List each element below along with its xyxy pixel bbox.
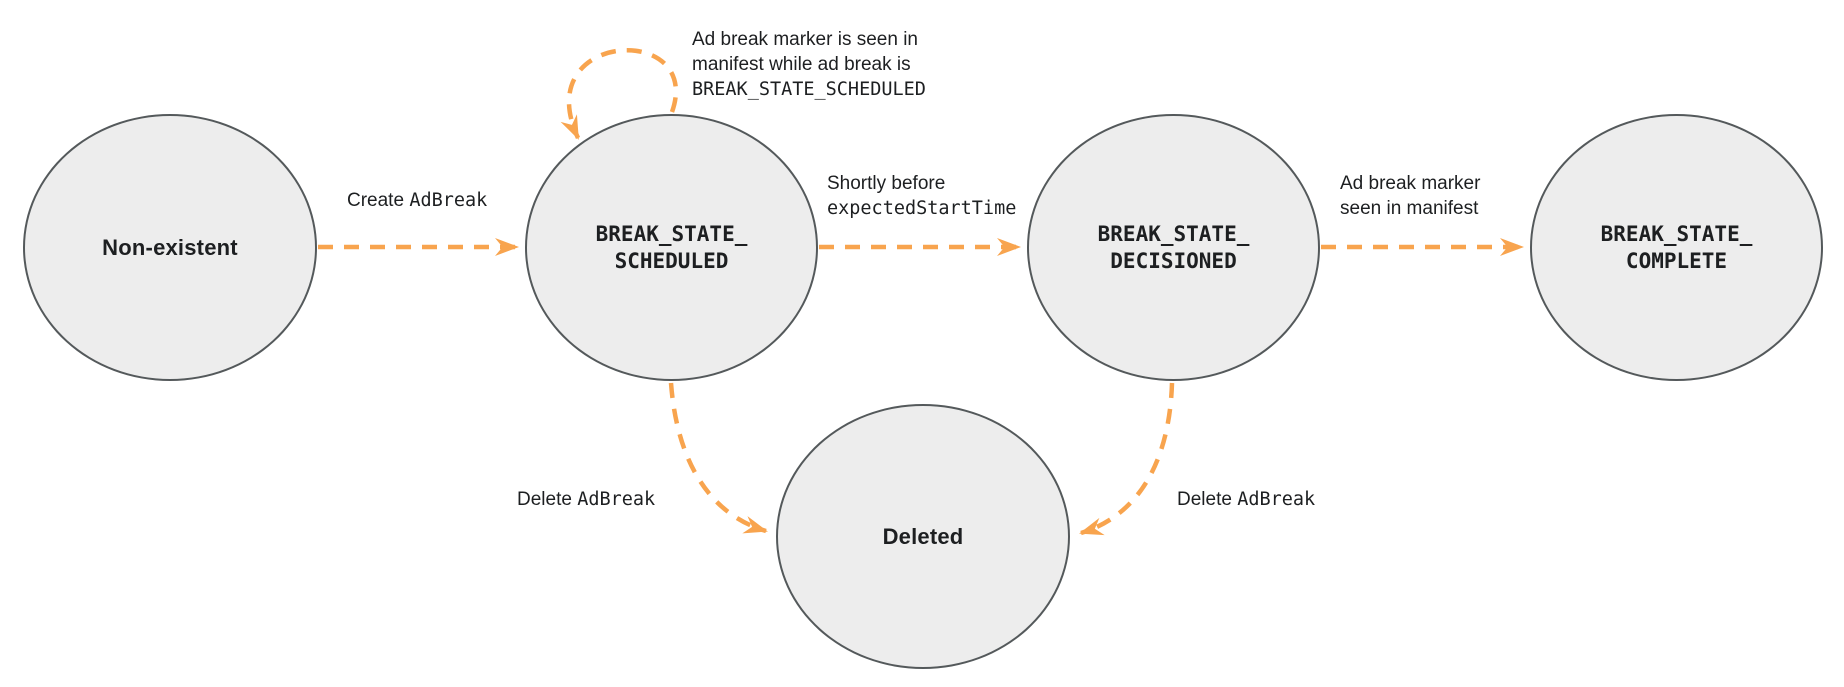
edge-label-marker-seen-line1: Ad break marker <box>1340 173 1481 194</box>
edge-label-self-loop-line1: Ad break marker is seen in <box>692 29 918 50</box>
state-node-break-state-decisioned: BREAK_STATE_ DECISIONED <box>1027 114 1320 381</box>
edge-label-delete-from-scheduled: Delete AdBreak <box>517 487 655 512</box>
edge-label-delete-decisioned-code: AdBreak <box>1237 489 1316 510</box>
edge-label-self-loop: Ad break marker is seen in manifest whil… <box>692 27 926 102</box>
edge-label-create-code: AdBreak <box>409 190 488 211</box>
edge-label-delete-scheduled-plain: Delete <box>517 489 578 510</box>
edge-label-self-loop-line2: manifest while ad break is <box>692 54 911 75</box>
edge-label-shortly-before-plain: Shortly before <box>827 173 946 194</box>
edge-label-delete-decisioned-plain: Delete <box>1177 489 1238 510</box>
edge-label-delete-scheduled-code: AdBreak <box>577 489 656 510</box>
state-label-break-state-decisioned: BREAK_STATE_ DECISIONED <box>1097 221 1250 273</box>
state-label-break-state-complete: BREAK_STATE_ COMPLETE <box>1600 221 1753 273</box>
state-label-non-existent: Non-existent <box>102 234 238 260</box>
edge-label-marker-seen: Ad break marker seen in manifest <box>1340 171 1480 221</box>
edge-self-loop-scheduled <box>560 47 679 140</box>
edge-label-shortly-before: Shortly before expectedStartTime <box>827 171 1016 221</box>
edge-delete-from-scheduled <box>668 382 768 534</box>
state-node-non-existent: Non-existent <box>23 114 317 381</box>
edge-delete-from-decisioned <box>1079 382 1175 536</box>
edge-label-create-plain: Create <box>347 190 410 211</box>
state-label-deleted: Deleted <box>882 523 964 549</box>
state-node-deleted: Deleted <box>776 404 1070 669</box>
edge-label-self-loop-code: BREAK_STATE_SCHEDULED <box>692 79 926 100</box>
edge-label-shortly-before-code: expectedStartTime <box>827 198 1017 219</box>
state-node-break-state-scheduled: BREAK_STATE_ SCHEDULED <box>525 114 818 381</box>
state-node-break-state-complete: BREAK_STATE_ COMPLETE <box>1530 114 1823 381</box>
edge-label-marker-seen-line2: seen in manifest <box>1340 198 1479 219</box>
edge-label-create-adbreak: Create AdBreak <box>347 188 487 213</box>
state-label-break-state-scheduled: BREAK_STATE_ SCHEDULED <box>595 221 748 273</box>
edge-label-delete-from-decisioned: Delete AdBreak <box>1177 487 1315 512</box>
